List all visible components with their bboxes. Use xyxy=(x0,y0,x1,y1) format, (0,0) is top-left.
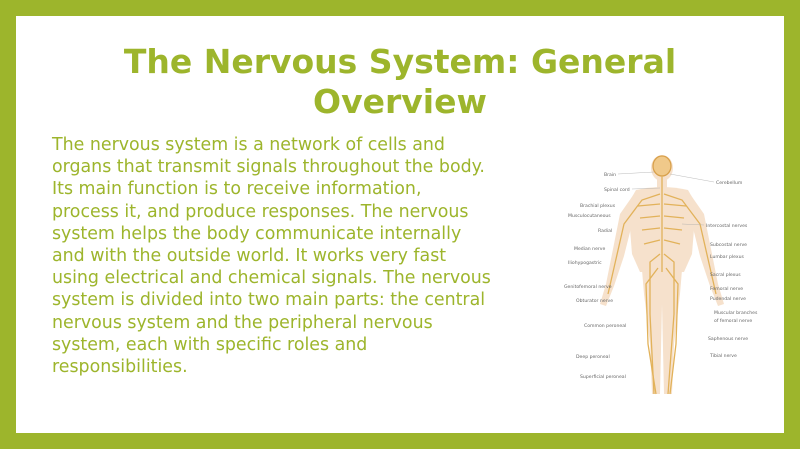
svg-text:Median nerve: Median nerve xyxy=(574,246,606,252)
svg-text:Spinal cord: Spinal cord xyxy=(604,187,630,193)
svg-text:Radial: Radial xyxy=(598,228,612,234)
figure-labels-right: Cerebellum Intercostal nerves Subcostal … xyxy=(706,180,758,359)
svg-text:Pudendal nerve: Pudendal nerve xyxy=(710,296,746,302)
svg-text:Obturator nerve: Obturator nerve xyxy=(576,298,613,304)
svg-text:Brain: Brain xyxy=(604,172,616,178)
figure-labels-left: Brain Spinal cord Brachial plexus Muscul… xyxy=(564,172,630,380)
figure-leader-lines xyxy=(617,171,715,226)
nerve-network xyxy=(607,155,717,395)
svg-text:Musculocutaneous: Musculocutaneous xyxy=(568,213,611,219)
svg-text:Common peroneal: Common peroneal xyxy=(584,323,626,329)
nervous-system-illustration: Brain Spinal cord Brachial plexus Muscul… xyxy=(546,144,778,406)
svg-text:Deep peroneal: Deep peroneal xyxy=(576,354,610,360)
slide: The Nervous System: General Overview The… xyxy=(16,16,784,433)
slide-title: The Nervous System: General Overview xyxy=(16,42,784,122)
svg-text:Genitofemoral nerve: Genitofemoral nerve xyxy=(564,284,612,290)
nervous-system-diagram: Brain Spinal cord Brachial plexus Muscul… xyxy=(564,155,758,395)
svg-text:Cerebellum: Cerebellum xyxy=(716,180,743,186)
svg-text:Intercostal nerves: Intercostal nerves xyxy=(706,223,748,229)
slide-title-line-1: The Nervous System: General xyxy=(123,42,677,81)
svg-text:of femoral nerve: of femoral nerve xyxy=(714,318,752,324)
slide-title-line-2: Overview xyxy=(313,82,487,121)
svg-text:Brachial plexus: Brachial plexus xyxy=(580,203,616,209)
svg-text:Saphenous nerve: Saphenous nerve xyxy=(708,336,748,342)
svg-text:Sacral plexus: Sacral plexus xyxy=(710,272,741,278)
svg-text:Tibial nerve: Tibial nerve xyxy=(709,353,737,359)
svg-text:Iliohypogastric: Iliohypogastric xyxy=(568,260,602,266)
svg-text:Muscular branches: Muscular branches xyxy=(714,310,758,316)
svg-text:Superficial peroneal: Superficial peroneal xyxy=(580,374,626,380)
svg-text:Subcostal nerve: Subcostal nerve xyxy=(710,242,747,248)
svg-text:Femoral nerve: Femoral nerve xyxy=(710,286,743,292)
slide-body-text: The nervous system is a network of cells… xyxy=(52,135,491,378)
svg-text:Lumbar plexus: Lumbar plexus xyxy=(710,254,745,260)
